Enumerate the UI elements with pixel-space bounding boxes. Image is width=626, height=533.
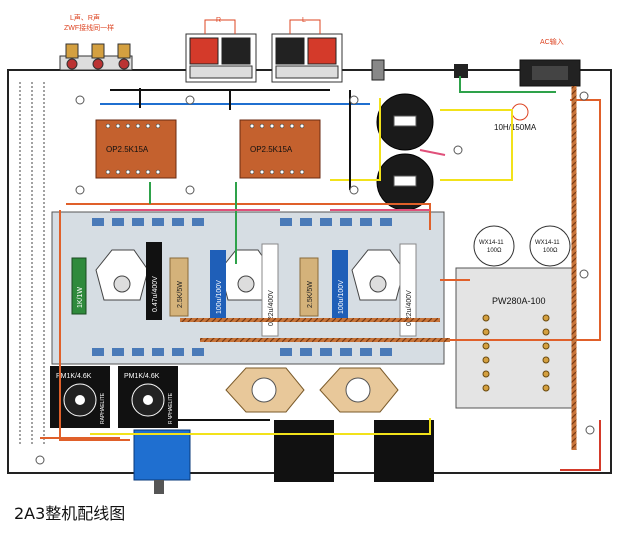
speaker-terminal-left bbox=[185, 19, 257, 83]
capacitor-white-1: 0.22u/400V bbox=[261, 243, 279, 337]
brand-right: RAPHAELITE bbox=[168, 392, 174, 424]
svg-text:0.22u/400V: 0.22u/400V bbox=[406, 290, 413, 326]
output-transformer-right-label: OP2.5K15A bbox=[250, 145, 293, 154]
output-tube-socket-right bbox=[319, 367, 399, 413]
pot-right bbox=[529, 225, 571, 267]
output-transformer-right bbox=[239, 119, 321, 179]
svg-text:2.5K/5W: 2.5K/5W bbox=[177, 281, 184, 308]
svg-text:1K/1W: 1K/1W bbox=[77, 287, 84, 308]
svg-text:0.47u/400V: 0.47u/400V bbox=[152, 276, 159, 312]
diagram-caption: 2A3整机配线图 bbox=[14, 504, 126, 523]
socket-left-label: PM1K/4.6K bbox=[56, 373, 92, 380]
svg-text:2.5K/5W: 2.5K/5W bbox=[307, 281, 314, 308]
socket-right-label: PM1K/4.6K bbox=[124, 373, 160, 380]
power-transformer bbox=[455, 267, 575, 409]
power-transformer-label: PW280A-100 bbox=[492, 296, 546, 306]
resistor-beige-2: 2.5K/5W bbox=[299, 257, 319, 317]
pot-right-label: WX14-11 bbox=[535, 240, 560, 246]
pot-left-label: WX14-11 bbox=[479, 240, 504, 246]
speaker-label-left: R bbox=[216, 17, 221, 24]
speaker-terminal-right bbox=[271, 19, 343, 83]
capacitor-blue-2: 100u/100V bbox=[332, 250, 348, 322]
left-rail bbox=[19, 82, 45, 445]
svg-text:0.22u/400V: 0.22u/400V bbox=[268, 290, 275, 326]
pot-left bbox=[473, 225, 515, 267]
svg-text:100u/100V: 100u/100V bbox=[216, 280, 223, 314]
terminal-strip-bottom bbox=[92, 348, 392, 356]
input-note-2: ZWF接线同一样 bbox=[64, 23, 114, 32]
output-tube-socket-left bbox=[225, 367, 305, 413]
power-transformer-lugs bbox=[482, 314, 550, 392]
choke-label: 10H/150MA bbox=[494, 123, 537, 132]
filter-capacitor-bottom bbox=[376, 153, 434, 211]
power-switch bbox=[371, 59, 385, 81]
ac-input-label: AC输入 bbox=[540, 37, 564, 46]
svg-text:100u/100V: 100u/100V bbox=[338, 280, 345, 314]
terminal-strip-top bbox=[92, 218, 392, 226]
rca-inputs bbox=[59, 43, 133, 71]
selector-switch bbox=[133, 429, 191, 481]
input-socket-right bbox=[118, 366, 178, 428]
resistor-beige-1: 2.5K/5W bbox=[169, 257, 189, 317]
pot-right-value: 100Ω bbox=[543, 248, 558, 254]
resistor-green: 1K/1W bbox=[71, 257, 87, 315]
capacitor-black: 0.47u/400V bbox=[146, 242, 162, 320]
capacitor-white-2: 0.22u/400V bbox=[399, 243, 417, 337]
block-capacitor-right bbox=[374, 420, 434, 482]
capacitor-blue-1: 100u/100V bbox=[210, 250, 226, 322]
block-capacitor-left bbox=[274, 420, 334, 482]
output-transformer-left bbox=[95, 119, 177, 179]
brand-left: RAPHAELITE bbox=[100, 392, 106, 424]
fuse-holder bbox=[454, 64, 468, 78]
pot-left-value: 100Ω bbox=[487, 248, 502, 254]
choke bbox=[511, 103, 529, 121]
output-transformer-left-label: OP2.5K15A bbox=[106, 145, 149, 154]
filter-capacitor-top bbox=[376, 93, 434, 151]
wires bbox=[40, 76, 601, 471]
chassis-screws bbox=[35, 91, 595, 465]
input-note-1: L声、R声 bbox=[70, 13, 100, 22]
speaker-label-right: L bbox=[302, 17, 306, 24]
